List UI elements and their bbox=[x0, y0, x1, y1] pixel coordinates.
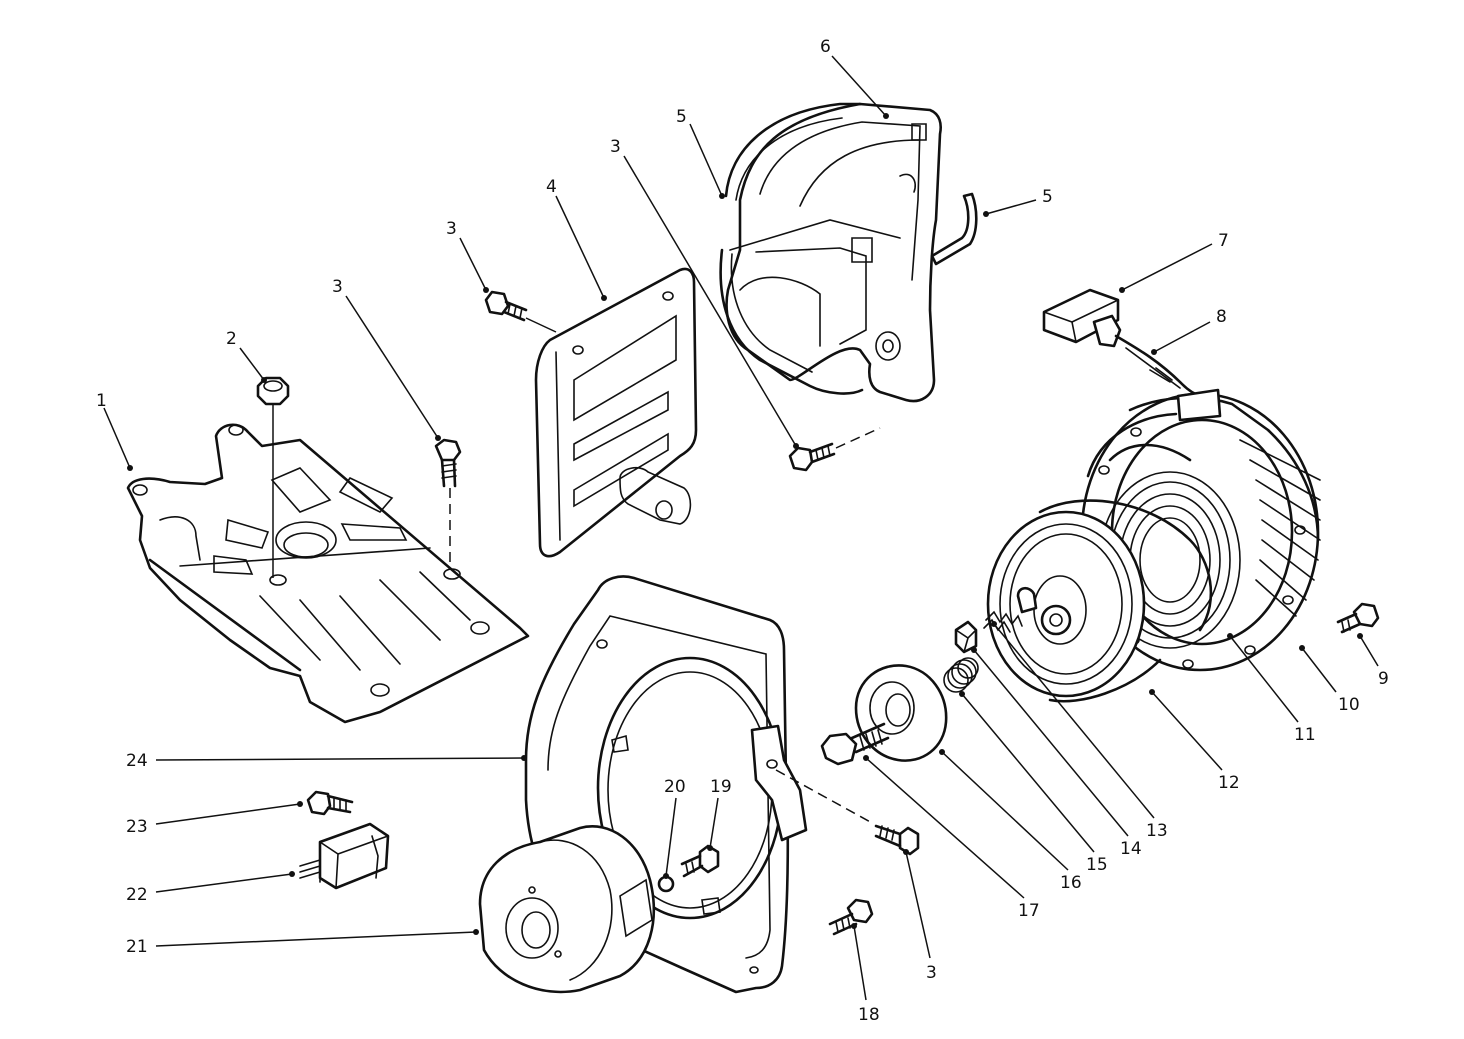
callout-12: 12 bbox=[1218, 773, 1240, 793]
screw-18 bbox=[828, 898, 874, 936]
screw-d bbox=[874, 824, 920, 856]
callout-8: 8 bbox=[1216, 307, 1227, 327]
screw-a bbox=[434, 438, 462, 570]
friction-washer bbox=[854, 664, 948, 762]
cover-plate bbox=[534, 267, 698, 558]
screw-19 bbox=[680, 844, 720, 878]
callout-5: 5 bbox=[1042, 187, 1053, 207]
callout-20: 20 bbox=[664, 777, 686, 797]
callout-5: 5 bbox=[676, 107, 687, 127]
callout-14: 14 bbox=[1120, 839, 1142, 859]
callout-17: 17 bbox=[1018, 901, 1040, 921]
callout-22: 22 bbox=[126, 885, 148, 905]
screw-c bbox=[788, 427, 881, 472]
flange-bolt bbox=[820, 722, 890, 766]
callout-23: 23 bbox=[126, 817, 148, 837]
leader-dots bbox=[127, 113, 1363, 935]
callout-4: 4 bbox=[546, 177, 557, 197]
callout-3: 3 bbox=[332, 277, 343, 297]
screw-b bbox=[484, 290, 557, 333]
screw-23 bbox=[306, 790, 354, 816]
ignition-module bbox=[299, 822, 390, 890]
callout-11: 11 bbox=[1294, 725, 1316, 745]
screw-9 bbox=[1336, 602, 1380, 634]
callout-18: 18 bbox=[858, 1005, 880, 1025]
callout-21: 21 bbox=[126, 937, 148, 957]
callout-2: 2 bbox=[226, 329, 237, 349]
callout-6: 6 bbox=[820, 37, 831, 57]
callout-15: 15 bbox=[1086, 855, 1108, 875]
nut bbox=[256, 376, 290, 578]
gasket-strip bbox=[930, 192, 978, 266]
callout-7: 7 bbox=[1218, 231, 1229, 251]
callout-19: 19 bbox=[710, 777, 732, 797]
callout-13: 13 bbox=[1146, 821, 1168, 841]
base-plate bbox=[126, 423, 530, 724]
callout-1: 1 bbox=[96, 391, 107, 411]
starter-handle bbox=[1042, 288, 1122, 348]
callout-10: 10 bbox=[1338, 695, 1360, 715]
callout-3: 3 bbox=[446, 219, 457, 239]
fan-cup bbox=[478, 825, 656, 994]
pawl bbox=[954, 620, 978, 654]
callout-24: 24 bbox=[126, 751, 148, 771]
compression-spring bbox=[943, 657, 979, 693]
rope-pulley bbox=[986, 499, 1213, 703]
callout-3: 3 bbox=[610, 137, 621, 157]
leader-lines bbox=[103, 55, 1379, 1001]
gasket-loop bbox=[719, 102, 864, 395]
recoil-housing bbox=[1080, 388, 1321, 672]
callout-16: 16 bbox=[1060, 873, 1082, 893]
callout-3: 3 bbox=[926, 963, 937, 983]
callout-9: 9 bbox=[1378, 669, 1389, 689]
mounting-bracket bbox=[725, 102, 942, 403]
callout-labels: 1 2 3 3 3 3 4 5 5 6 7 8 9 10 11 12 13 14… bbox=[96, 37, 1389, 1025]
